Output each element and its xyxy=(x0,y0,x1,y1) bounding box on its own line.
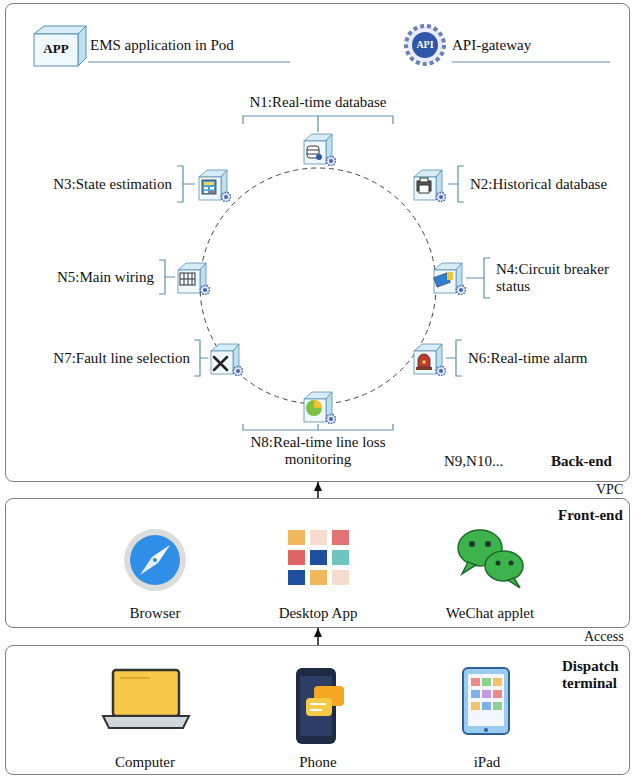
icon-text: API xyxy=(407,39,443,51)
client-label: Browser xyxy=(95,605,215,622)
zone-label: VPC xyxy=(596,482,623,498)
bracket-lines xyxy=(159,116,490,430)
icon-text: APP xyxy=(34,41,78,56)
flow-arrow xyxy=(317,482,319,498)
device-label: Computer xyxy=(85,754,205,771)
section-label: API-gateway xyxy=(452,37,531,54)
section-label: EMS application in Pod xyxy=(90,37,234,54)
node-label: N6:Real-time alarm xyxy=(468,350,588,367)
node-label: N7:Fault line selection xyxy=(10,350,190,367)
phone-icon xyxy=(296,668,344,744)
flow-arrow xyxy=(317,628,319,645)
tier-title: Dispatch terminal xyxy=(562,658,634,692)
more-label: N9,N10... xyxy=(444,453,503,470)
node-label: N1:Real-time database xyxy=(208,94,428,111)
app-icon xyxy=(34,26,290,66)
browser-icon xyxy=(124,529,186,591)
node-label: N4:Circuit breaker status xyxy=(496,261,628,295)
tier-title: Back-end xyxy=(551,453,612,470)
api-gear-icon xyxy=(406,26,610,64)
service-cubes xyxy=(178,134,466,424)
ring xyxy=(200,168,436,404)
wechat-icon xyxy=(458,530,523,588)
zone-label: Access xyxy=(584,629,624,645)
node-label: N2:Historical database xyxy=(470,176,607,193)
client-label: WeChat applet xyxy=(430,605,550,622)
device-label: Phone xyxy=(258,754,378,771)
client-label: Desktop App xyxy=(258,605,378,622)
tier-band: Back-end xyxy=(5,3,630,482)
node-label: N3:State estimation xyxy=(20,176,172,193)
laptop-icon xyxy=(103,670,189,728)
node-label: N8:Real-time line loss monitoring xyxy=(233,434,403,468)
device-label: iPad xyxy=(427,754,547,771)
node-label: N5:Main wiring xyxy=(30,269,154,286)
service-glyphs xyxy=(180,146,453,416)
desktop-app-grid xyxy=(288,530,349,585)
ipad-icon xyxy=(463,668,509,734)
tier-title: Front-end xyxy=(558,507,623,524)
